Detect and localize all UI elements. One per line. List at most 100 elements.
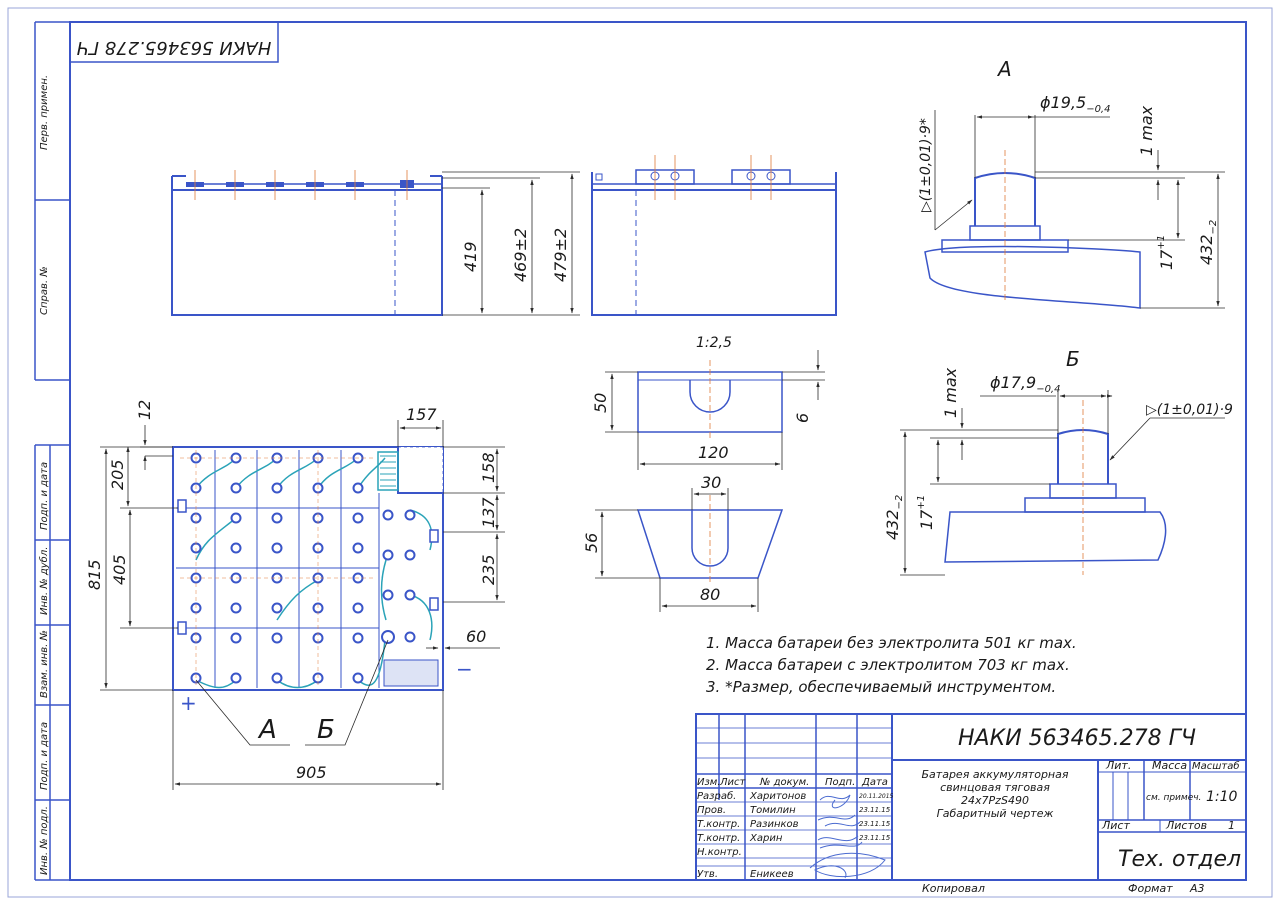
- stamp-role-2: Пров.: [697, 805, 726, 816]
- stamp-mass-value: см. примеч.: [1146, 793, 1201, 803]
- note-2: 2. Масса батареи с электролитом 703 кг m…: [706, 656, 1070, 674]
- front-view: 419 469±2 479±2: [171, 170, 580, 316]
- stamp-hdr-izm: Изм.: [697, 777, 721, 788]
- pad-dim-50: 50: [591, 393, 610, 413]
- stamp-hdr-sign: Подп.: [825, 777, 855, 788]
- stamp-sheet-label: Лист: [1101, 819, 1130, 832]
- side-label-sprav: Справ. №: [39, 266, 50, 315]
- stamp-date-2: 23.11.15: [859, 806, 891, 814]
- dim-137: 137: [479, 497, 498, 528]
- detail-b-dia: ϕ17,9−0,4: [990, 373, 1060, 395]
- pad-dim-56: 56: [582, 533, 601, 553]
- plus-terminal-mark: +: [180, 691, 197, 715]
- dim-158: 158: [479, 452, 498, 483]
- notes: 1. Масса батареи без электролита 501 кг …: [706, 634, 1077, 696]
- title-block-text: НАКИ 563465.278 ГЧ Батарея аккумуляторна…: [697, 726, 1241, 895]
- pad-scale: 1:2,5: [696, 335, 732, 351]
- stamp-date-4: 23.11.15: [859, 834, 891, 842]
- detail-a-title: А: [996, 57, 1012, 81]
- side-label-podp1: Подп. и дата: [39, 462, 50, 530]
- pad-dim-120: 120: [698, 443, 729, 462]
- stamp-date-1: 20.11.2015: [859, 793, 894, 800]
- stamp-role-5: Н.контр.: [697, 847, 742, 858]
- stamp-role-3: Т.контр.: [697, 819, 740, 830]
- pad-dim-80: 80: [700, 585, 720, 604]
- stamp-hdr-date: Дата: [861, 777, 888, 788]
- detail-a: А ϕ19,5−0,4 1 max ▷(1±0,01)·9* 17+1 432−…: [918, 57, 1225, 309]
- detail-b-432: 432−2: [883, 495, 905, 540]
- pad-detail: 1:2,5 50 6 120 30 56 80: [582, 335, 825, 612]
- dim-60: 60: [466, 627, 486, 646]
- stamp-role-4: Т.контр.: [697, 833, 740, 844]
- side-view: [591, 155, 837, 316]
- side-label-inv-dubl: Инв. № дубл.: [38, 547, 50, 615]
- side-label-vzam: Взам. инв. №: [39, 630, 50, 698]
- detail-b-17: 17+1: [916, 495, 936, 530]
- stamp-name-3: Разинков: [750, 819, 799, 830]
- side-label-perv: Перв. примен.: [39, 75, 50, 150]
- stamp-name-2: Томилин: [750, 805, 796, 816]
- stamp-role-6: Утв.: [697, 869, 718, 880]
- dim-235: 235: [479, 554, 498, 585]
- stamp-sheets-label: Листов: [1165, 819, 1207, 832]
- stamp-format-value: А3: [1189, 882, 1205, 895]
- stamp-designation: НАКИ 563465.278 ГЧ: [958, 726, 1196, 751]
- stamp-name-4: Харин: [749, 833, 783, 844]
- stamp-col-lit: Лит.: [1105, 759, 1131, 772]
- side-label-podp2: Подп. и дата: [39, 722, 50, 790]
- side-labels: Перв. примен. Справ. № Подп. и дата Инв.…: [38, 75, 50, 875]
- detail-b-1max: 1 max: [941, 367, 960, 418]
- stamp-title-1: Батарея аккумуляторная: [922, 768, 1069, 781]
- plan-view: 12 205 815 405 157 158 137 235 60 905 А …: [85, 400, 505, 790]
- cell-links: [195, 457, 433, 689]
- stamp-role-1: Разраб.: [697, 790, 736, 802]
- stamp-title-3: 24х7PzS490: [961, 794, 1029, 807]
- dim-405: 405: [110, 554, 129, 585]
- leader-label-a: А: [257, 715, 277, 745]
- stamp-name-6: Еникеев: [750, 869, 794, 880]
- dim-469: 469±2: [511, 228, 530, 282]
- stamp-hdr-list: Лист: [719, 777, 747, 788]
- pad-dim-30: 30: [701, 473, 721, 492]
- stamp-scale-value: 1:10: [1206, 789, 1238, 805]
- drawing-frame: [69, 21, 1247, 881]
- note-3: 3. *Размер, обеспечиваемый инструментом.: [706, 678, 1056, 696]
- stamp-name-1: Харитонов: [749, 791, 806, 802]
- stamp-hdr-doc: № докум.: [759, 777, 809, 788]
- title-block: [695, 713, 1247, 881]
- top-designation-box: [69, 21, 279, 63]
- stamp-format-label: Формат: [1128, 882, 1173, 895]
- stamp-date-3: 23.11.15: [859, 820, 891, 828]
- leader-label-b: Б: [317, 715, 335, 745]
- stamp-copied: Копировал: [922, 882, 985, 895]
- detail-a-432: 432−2: [1197, 220, 1219, 265]
- detail-a-1max: 1 max: [1137, 105, 1156, 156]
- detail-b: Б ϕ17,9−0,4 1 max ▷(1±0,01)·9 17+1 432−2: [883, 347, 1233, 576]
- top-designation: НАКИ 563465.278 ГЧ: [77, 37, 272, 58]
- side-label-inv-podl: Инв. № подл.: [39, 806, 50, 875]
- stamp-sheets-value: 1: [1228, 819, 1235, 832]
- plan-dimension-lines: [100, 420, 505, 790]
- stamp-org: Тех. отдел: [1118, 847, 1241, 872]
- detail-b-torque: ▷(1±0,01)·9: [1146, 402, 1233, 418]
- dim-815: 815: [85, 559, 104, 590]
- dim-479: 479±2: [551, 228, 570, 282]
- detail-a-17: 17+1: [1156, 235, 1176, 270]
- stamp-col-scale: Масштаб: [1192, 760, 1240, 772]
- note-1: 1. Масса батареи без электролита 501 кг …: [706, 634, 1077, 652]
- detail-b-title: Б: [1066, 347, 1080, 371]
- side-column: [34, 21, 70, 881]
- dim-419: 419: [461, 241, 480, 272]
- stamp-col-mass: Масса: [1152, 759, 1187, 772]
- detail-a-dia: ϕ19,5−0,4: [1040, 93, 1110, 115]
- minus-terminal-mark: −: [456, 657, 473, 681]
- dim-905: 905: [296, 763, 327, 782]
- stamp-title-2: свинцовая тяговая: [940, 781, 1050, 794]
- stamp-title-4: Габаритный чертеж: [937, 807, 1054, 820]
- dim-12: 12: [135, 400, 154, 420]
- pad-dim-6: 6: [793, 413, 812, 423]
- signature-scribbles: [809, 794, 886, 879]
- sheet-border: [7, 7, 1273, 898]
- dim-157: 157: [406, 405, 437, 424]
